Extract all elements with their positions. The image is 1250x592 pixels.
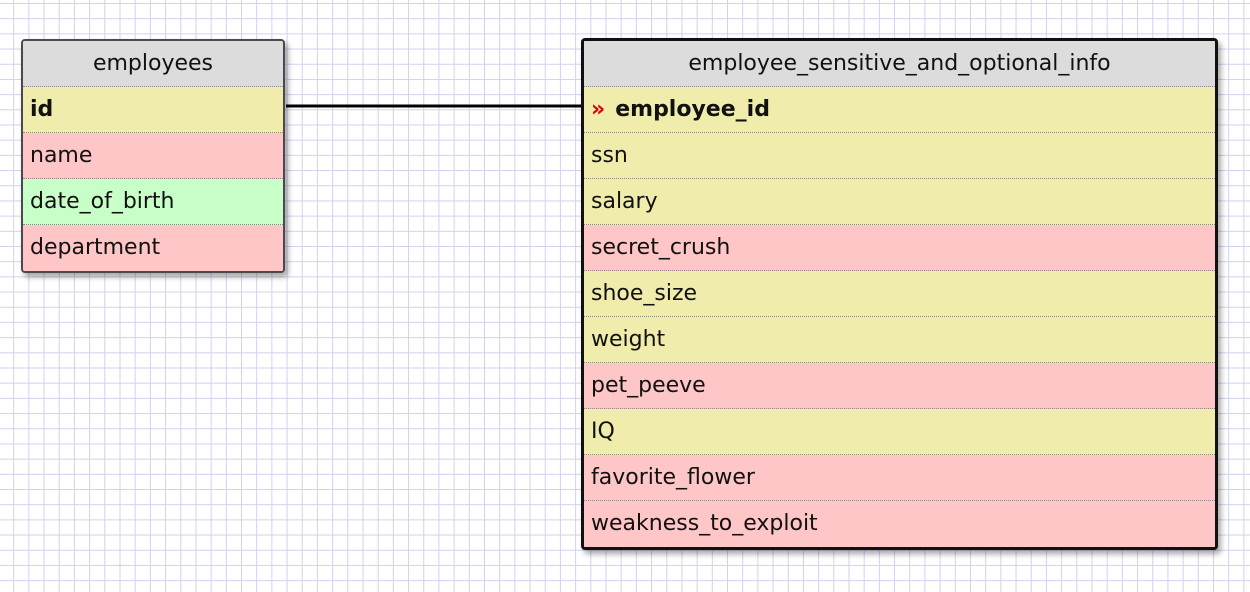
table-header-employees[interactable]: employees	[23, 41, 283, 87]
field-row-name[interactable]: name	[23, 133, 283, 179]
field-row-weight[interactable]: weight	[584, 317, 1215, 363]
table-employee-sensitive-and-optional-info[interactable]: employee_sensitive_and_optional_info » em…	[581, 38, 1218, 550]
field-label: shoe_size	[591, 281, 698, 306]
field-label: id	[30, 97, 54, 122]
field-row-weakness-to-exploit[interactable]: weakness_to_exploit	[584, 501, 1215, 547]
field-label: salary	[591, 189, 658, 214]
field-row-department[interactable]: department	[23, 225, 283, 271]
field-label: weakness_to_exploit	[591, 511, 818, 536]
field-label: ssn	[591, 143, 628, 168]
field-label: pet_peeve	[591, 373, 706, 398]
field-label: weight	[591, 327, 666, 352]
foreign-key-icon: »	[591, 97, 606, 122]
field-row-date-of-birth[interactable]: date_of_birth	[23, 179, 283, 225]
field-row-iq[interactable]: IQ	[584, 409, 1215, 455]
field-label: department	[30, 235, 161, 260]
field-label: favorite_flower	[591, 465, 755, 490]
field-label: secret_crush	[591, 235, 731, 260]
table-header-employee-sensitive-and-optional-info[interactable]: employee_sensitive_and_optional_info	[584, 41, 1215, 87]
field-label: name	[30, 143, 93, 168]
field-row-ssn[interactable]: ssn	[584, 133, 1215, 179]
field-row-salary[interactable]: salary	[584, 179, 1215, 225]
field-row-employee-id[interactable]: » employee_id	[584, 87, 1215, 133]
field-row-shoe-size[interactable]: shoe_size	[584, 271, 1215, 317]
table-employees[interactable]: employees id name date_of_birth department	[21, 39, 285, 273]
field-row-pet-peeve[interactable]: pet_peeve	[584, 363, 1215, 409]
field-row-id[interactable]: id	[23, 87, 283, 133]
field-row-secret-crush[interactable]: secret_crush	[584, 225, 1215, 271]
field-row-favorite-flower[interactable]: favorite_flower	[584, 455, 1215, 501]
field-label: IQ	[591, 419, 615, 444]
field-label: employee_id	[615, 97, 770, 122]
field-label: date_of_birth	[30, 189, 175, 214]
